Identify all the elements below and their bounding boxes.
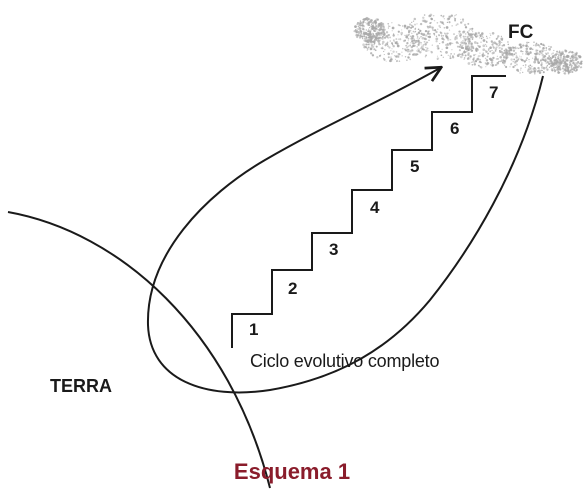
staircase <box>231 75 506 348</box>
fc-label: FC <box>508 22 534 43</box>
cycle-loop <box>146 68 544 394</box>
terra-label: TERRA <box>50 376 112 396</box>
step-label-1: 1 <box>249 320 259 339</box>
cycle-label: Ciclo evolutivo completo <box>250 351 440 371</box>
figure-caption: Esquema 1 <box>233 459 351 484</box>
earth-curve <box>7 211 271 489</box>
cloud-icon <box>353 13 583 75</box>
step-label-7: 7 <box>489 83 499 102</box>
step-label-6: 6 <box>450 119 460 138</box>
step-label-4: 4 <box>370 198 380 217</box>
step-label-5: 5 <box>410 157 420 176</box>
step-label-2: 2 <box>288 279 298 298</box>
step-label-3: 3 <box>329 240 339 259</box>
